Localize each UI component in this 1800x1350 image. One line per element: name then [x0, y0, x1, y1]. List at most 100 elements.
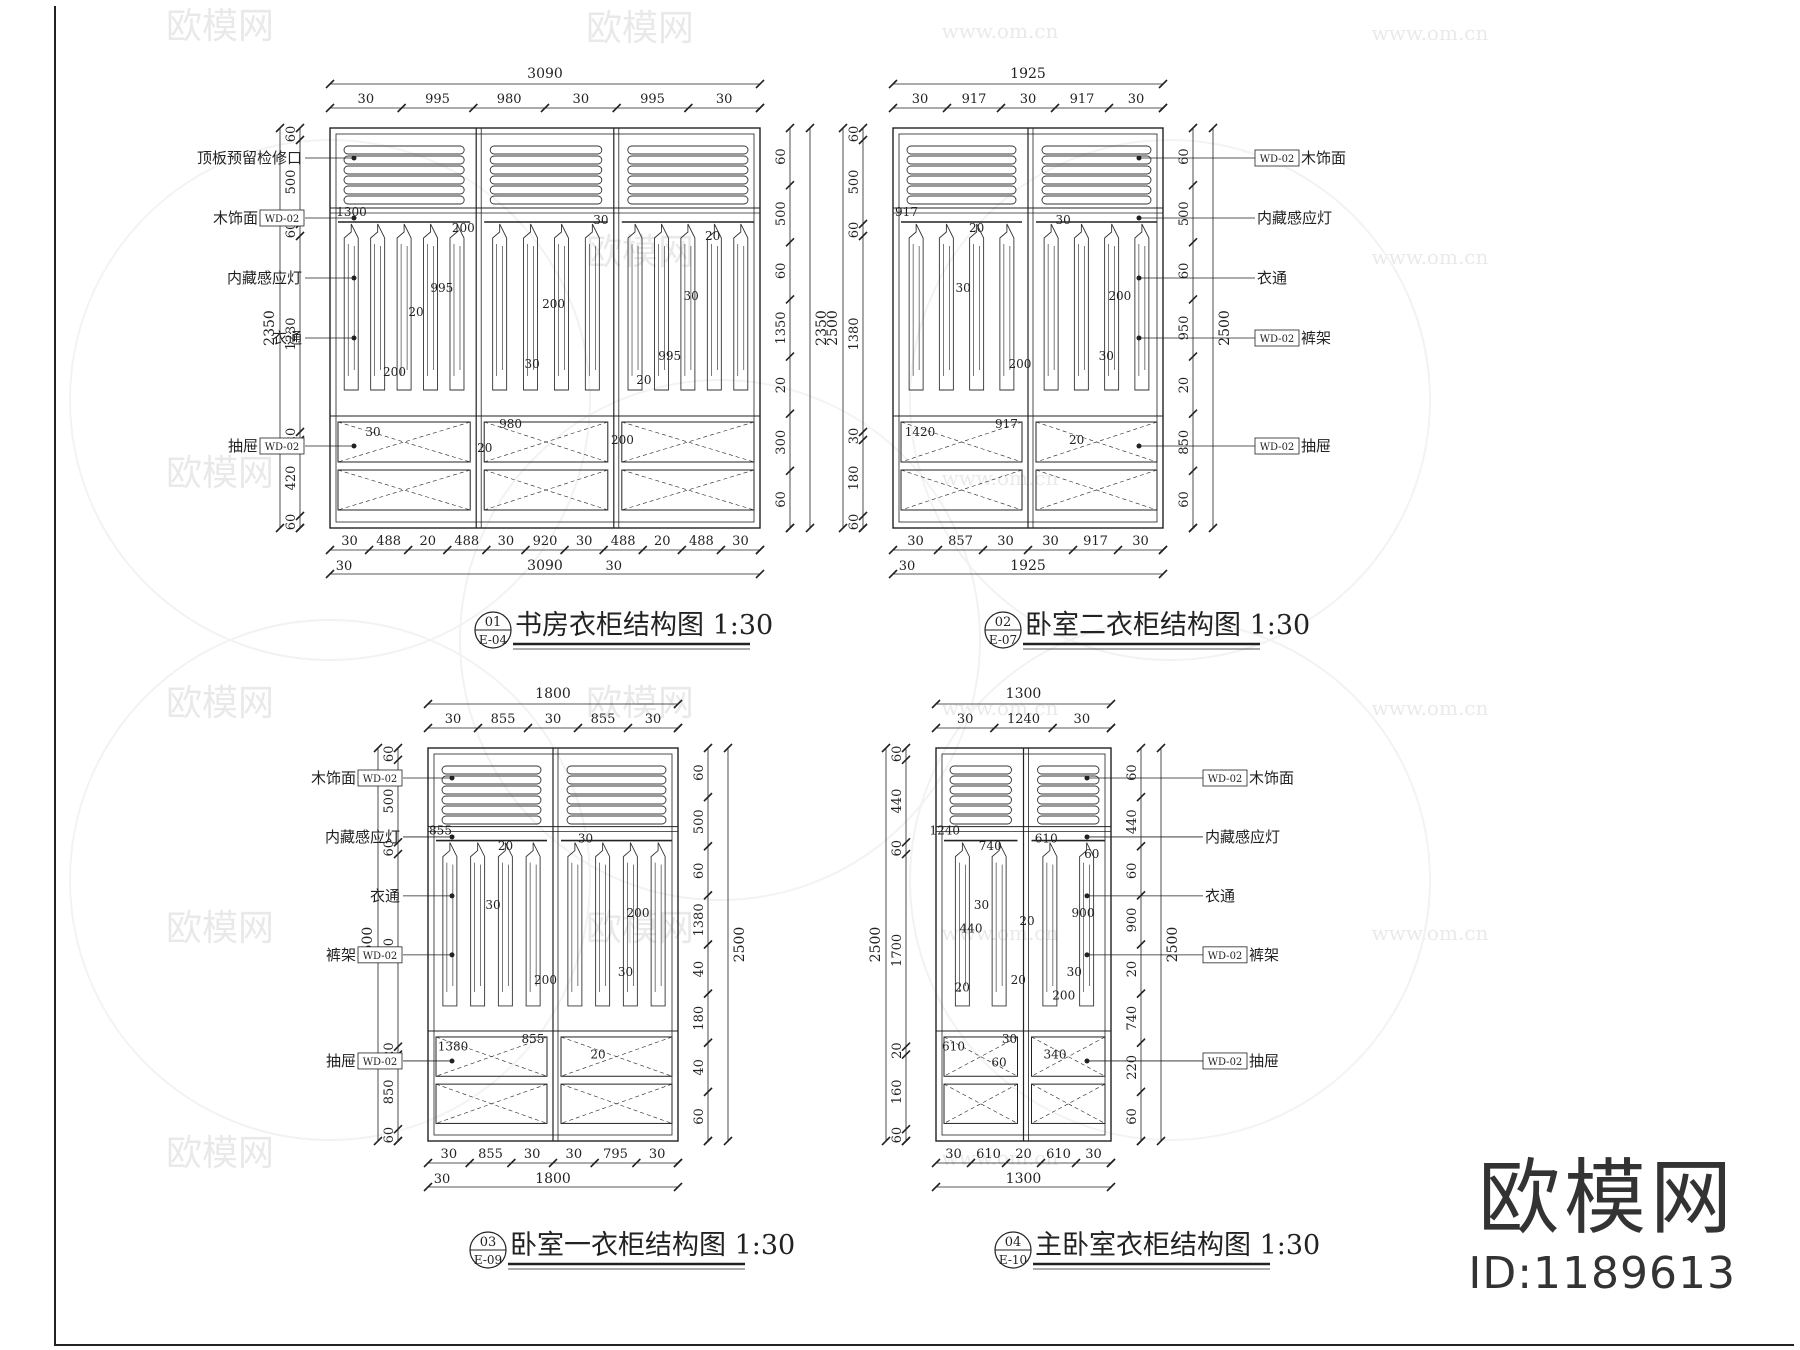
top-dim: 855 — [591, 712, 616, 727]
hanging-garment — [1079, 842, 1095, 1007]
drawer-panel — [435, 1083, 548, 1124]
folded-clothes — [949, 775, 1012, 785]
leader-dot — [449, 834, 455, 840]
folded-clothes — [1041, 185, 1152, 195]
drawer-panel — [1035, 421, 1158, 463]
hanging-garment — [991, 842, 1007, 1007]
callout-label: 裤架 — [1249, 946, 1279, 964]
inner-dim: 20 — [498, 839, 513, 853]
inner-dim: 20 — [955, 981, 970, 995]
drawer-panel — [900, 469, 1023, 511]
folded-clothes — [1041, 175, 1152, 185]
dim-tick — [858, 427, 868, 437]
garment-outline — [567, 842, 583, 1007]
drawer-panel — [337, 469, 471, 511]
dim-tick — [1048, 723, 1058, 733]
right-dim: 1380 — [692, 903, 707, 936]
left-dim: 160 — [890, 1079, 905, 1104]
dim-tick — [858, 435, 868, 445]
material-tag: WD-02 — [265, 214, 300, 225]
dim-tick — [1136, 743, 1146, 753]
dim-tick — [465, 1158, 475, 1168]
right-dim: 440 — [1125, 809, 1140, 834]
dim-tick — [275, 523, 285, 533]
dim-tick — [540, 103, 550, 113]
dim-tick — [888, 79, 898, 89]
dim-tick — [901, 849, 911, 859]
hanging-garment — [567, 842, 583, 1007]
left-total: 2350 — [262, 310, 278, 346]
drawer-panel — [1035, 469, 1158, 511]
callout-label: 木饰面 — [213, 209, 258, 227]
dim-tick — [703, 841, 713, 851]
material-tag: WD-02 — [1260, 154, 1295, 165]
dim-tick — [506, 1158, 516, 1168]
inner-dim: 917 — [895, 205, 918, 219]
dim-tick — [473, 723, 483, 733]
left-dim: 500 — [847, 170, 862, 195]
top-dim: 30 — [573, 92, 590, 107]
material-tag-box — [357, 769, 403, 787]
left-dim: 180 — [847, 466, 862, 491]
dim-tick — [931, 699, 941, 709]
dim-tick — [703, 792, 713, 802]
inner-dim: 855 — [429, 823, 452, 837]
material-tag: WD-02 — [1208, 1057, 1243, 1068]
left-total: 2500 — [825, 310, 841, 346]
inner-dim: 900 — [1072, 906, 1095, 920]
dim-tick — [393, 837, 403, 847]
right-total: 2500 — [1217, 310, 1233, 346]
leader-dot — [1136, 215, 1142, 221]
drawer-diagonal — [900, 421, 1023, 463]
folded-clothes — [566, 805, 667, 815]
wardrobe-outline — [329, 127, 761, 529]
right-dim: 60 — [1125, 1108, 1140, 1125]
dim-tick — [393, 743, 403, 753]
hanging-garment — [595, 842, 611, 1007]
detail-reference: E-10 — [999, 1253, 1027, 1267]
dim-tick — [1106, 1182, 1116, 1192]
dim-tick — [590, 1158, 600, 1168]
folded-clothes — [566, 775, 667, 785]
material-tag: WD-02 — [1260, 334, 1295, 345]
watermark-text: www.om.cn — [1372, 696, 1489, 720]
material-tag-box — [259, 437, 305, 455]
dim-tick — [785, 294, 795, 304]
inner-dim: 20 — [705, 229, 720, 243]
dim-tick — [888, 569, 898, 579]
inner-dim: 200 — [1108, 289, 1131, 303]
dim-tick — [931, 723, 941, 733]
leader-dot — [1136, 443, 1142, 449]
hanging-garment — [1043, 223, 1059, 391]
dim-tick — [1188, 523, 1198, 533]
hanging-garment — [423, 223, 438, 391]
right-dim: 900 — [1125, 908, 1140, 933]
right-dim: 500 — [774, 201, 789, 226]
top-dim: 995 — [425, 92, 450, 107]
right-dim: 60 — [1125, 863, 1140, 880]
left-dim: 30 — [847, 428, 862, 445]
bottom-sub-dim: 30 — [606, 559, 623, 574]
dim-tick — [623, 723, 633, 733]
drawer-diagonal — [621, 469, 755, 511]
folded-clothes — [1037, 795, 1100, 805]
inner-dim: 60 — [1084, 847, 1099, 861]
material-tag: WD-02 — [1208, 951, 1243, 962]
hanging-garment — [396, 223, 412, 391]
dim-tick — [573, 723, 583, 733]
leader-dot — [449, 952, 455, 958]
hanging-garment — [343, 223, 359, 391]
material-tag-box — [1202, 946, 1248, 964]
inner-dim: 855 — [522, 1032, 545, 1046]
inner-dim: 740 — [979, 839, 1002, 853]
callout-label: 顶板预留检修口 — [197, 149, 302, 167]
bottom-dim: 488 — [689, 534, 714, 549]
dim-tick — [1156, 743, 1166, 753]
drawer-diagonal — [337, 469, 471, 511]
bottom-dim: 30 — [649, 1147, 666, 1162]
garment-outline — [442, 842, 458, 1007]
inner-dim: 917 — [995, 417, 1018, 431]
dim-tick — [599, 545, 609, 555]
callout-label: 木饰面 — [1249, 769, 1294, 787]
